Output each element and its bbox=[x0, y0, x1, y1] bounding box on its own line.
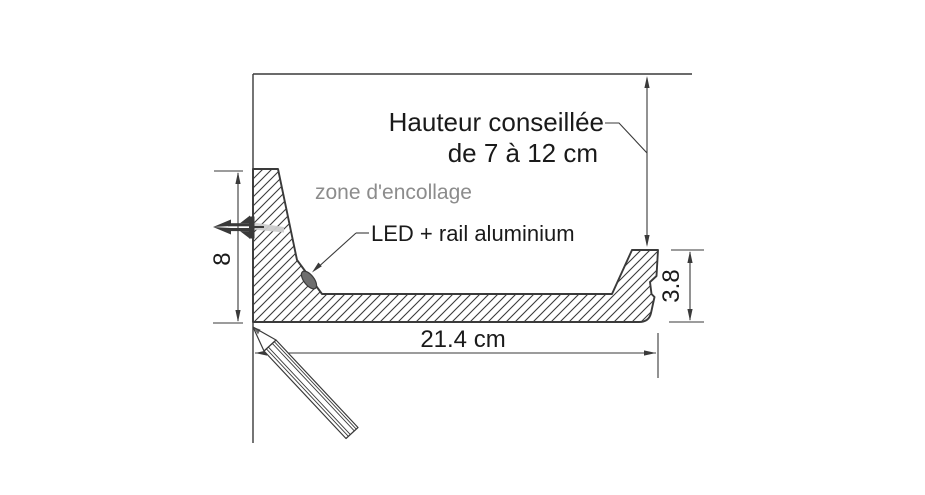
base-width-dimension: 21.4 cm bbox=[255, 326, 659, 378]
recommended-height-dimension bbox=[605, 76, 650, 247]
molding-profile bbox=[252, 168, 659, 323]
note-line-1: Hauteur conseillée bbox=[389, 107, 604, 137]
note-line-2: de 7 à 12 cm bbox=[448, 138, 598, 168]
base-width-value: 21.4 cm bbox=[420, 326, 505, 353]
lip-height-value: 3.8 bbox=[658, 269, 685, 302]
wall-height-value: 8 bbox=[209, 252, 236, 265]
led-marker bbox=[300, 232, 369, 290]
wall-anchor-icon bbox=[213, 215, 264, 239]
note-leader-line bbox=[605, 122, 648, 154]
glue-zone-label: zone d'encollage bbox=[315, 181, 472, 204]
wall-height-dimension: 8 bbox=[209, 170, 243, 324]
lip-height-dimension: 3.8 bbox=[658, 249, 704, 323]
recommended-height-note: Hauteur conseillée de 7 à 12 cm bbox=[389, 107, 604, 168]
led-dot bbox=[300, 270, 318, 290]
led-rail-label: LED + rail aluminium bbox=[371, 221, 575, 246]
glue-streak bbox=[253, 222, 284, 233]
pencil-icon bbox=[252, 326, 359, 440]
